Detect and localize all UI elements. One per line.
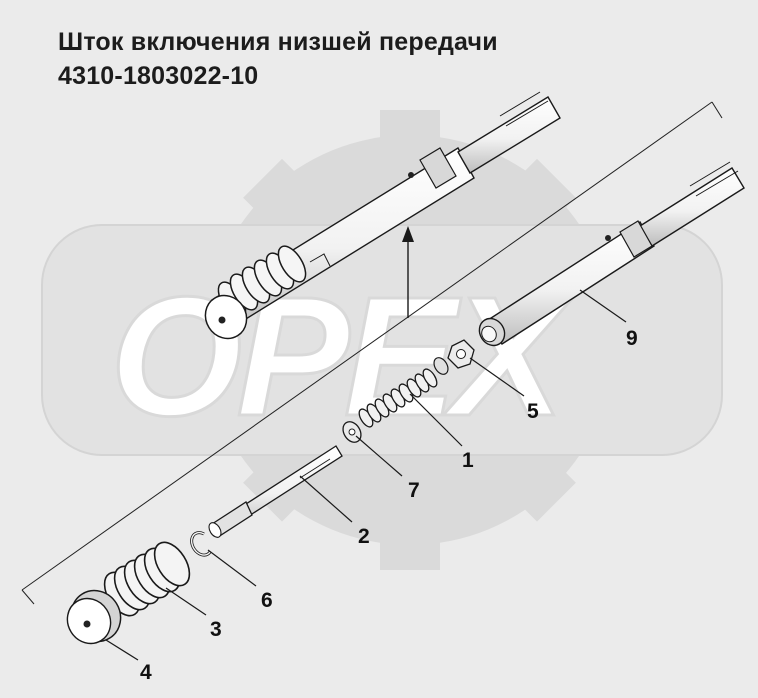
- leader-3: [165, 587, 207, 616]
- part-4-end-cap: [66, 589, 122, 645]
- leader-1: [409, 393, 463, 447]
- part-2-pin-rod: [208, 445, 343, 538]
- callout-4: 4: [140, 661, 152, 684]
- watermark-logo: OPEX: [41, 110, 723, 570]
- assembly-arrow: [402, 226, 414, 318]
- callout-5: 5: [527, 400, 539, 423]
- part-1-small-spring: [358, 368, 438, 428]
- leader-9: [579, 289, 627, 323]
- leader-4: [105, 639, 139, 661]
- part-3-large-spring: [103, 541, 191, 617]
- watermark-text: OPEX: [110, 262, 573, 452]
- part-6-retaining-ring: [190, 531, 212, 557]
- assembly-axis-frame: [21, 101, 723, 605]
- assembled-rod: [204, 91, 561, 340]
- callout-6: 6: [261, 589, 273, 612]
- part-9-rod: [478, 161, 745, 347]
- leader-2: [299, 475, 353, 523]
- callout-9: 9: [626, 327, 638, 350]
- callout-1: 1: [462, 449, 474, 472]
- part-5-nut: [433, 339, 475, 375]
- leader-5: [469, 357, 525, 397]
- callout-3: 3: [210, 618, 222, 641]
- leader-lines: [105, 289, 627, 661]
- part-number: 4310-1803022-10: [58, 62, 259, 90]
- callout-7: 7: [408, 479, 420, 502]
- leader-6: [207, 549, 257, 587]
- diagram-title: Шток включения низшей передачи: [58, 28, 498, 56]
- callout-2: 2: [358, 525, 370, 548]
- leader-7: [355, 435, 403, 477]
